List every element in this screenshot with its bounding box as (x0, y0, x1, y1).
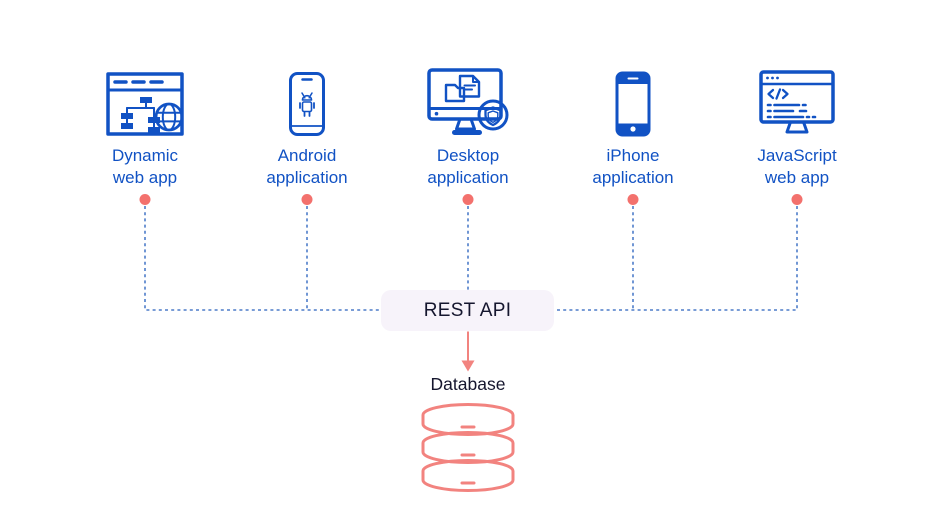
client-node-dynamic-web-app: Dynamic web app (63, 68, 227, 188)
client-label-line2: web app (112, 167, 178, 187)
client-label-line2: application (427, 167, 509, 187)
desktop-application-icon (427, 68, 509, 140)
endpoint-dot (627, 194, 639, 205)
client-label-line1: Desktop (436, 146, 500, 165)
endpoint-dot (791, 194, 803, 205)
rest-api-box: REST API (381, 290, 554, 331)
database-label: Database (430, 374, 506, 394)
client-label: Desktop application (427, 145, 508, 188)
endpoint-dot (462, 194, 474, 205)
database-icon (421, 403, 515, 492)
client-label: iPhone application (592, 145, 673, 188)
client-label-line1: Android (277, 146, 337, 165)
client-label: Dynamic web app (112, 145, 178, 188)
client-label-line2: web app (764, 167, 830, 187)
client-label-line1: Dynamic (111, 146, 179, 165)
android-application-icon (288, 68, 326, 140)
dynamic-web-app-icon (106, 68, 184, 140)
client-label-line1: iPhone (606, 146, 660, 165)
client-label: Android application (266, 145, 347, 188)
client-node-iphone-application: iPhone application (551, 68, 715, 188)
client-label-line2: application (266, 167, 348, 187)
iphone-application-icon (615, 68, 651, 140)
connector-dynamic-web-app (144, 206, 381, 311)
client-node-android-application: Android application (225, 68, 389, 188)
arrow-head-icon (461, 360, 475, 372)
javascript-web-app-icon (759, 68, 835, 140)
client-label: JavaScript web app (757, 145, 836, 188)
client-node-desktop-application: Desktop application (386, 68, 550, 188)
endpoint-dot (301, 194, 313, 205)
client-label-line1: JavaScript (757, 146, 837, 165)
connector-javascript-web-app (554, 206, 798, 311)
client-node-javascript-web-app: JavaScript web app (715, 68, 879, 188)
endpoint-dot (139, 194, 151, 205)
client-label-line2: application (592, 167, 674, 187)
